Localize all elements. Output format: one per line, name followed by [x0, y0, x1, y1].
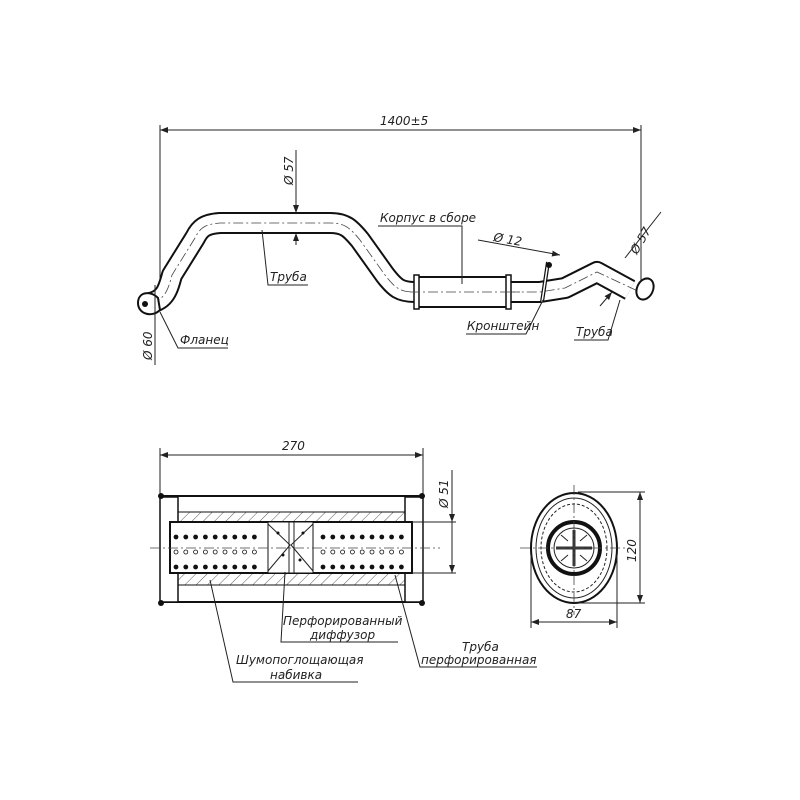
overall-length-label: 1400±5	[380, 114, 428, 128]
sound-absorbing-packing-top	[177, 511, 406, 523]
perforation-hole	[212, 534, 218, 540]
bracket-label: Кронштейн	[467, 319, 539, 333]
perforation-hole	[330, 549, 336, 555]
perforation-hole	[222, 549, 228, 555]
bracket-diameter-label: Ø 12	[491, 230, 523, 249]
section-length-label: 270	[282, 439, 305, 453]
perforation-hole	[173, 534, 179, 540]
perforation-hole	[398, 564, 404, 570]
perforation-hole	[369, 549, 375, 555]
flange	[136, 292, 162, 316]
diffuser-label-line1: Перфорированный	[283, 614, 403, 628]
perforation-hole	[173, 549, 179, 555]
perforation-hole	[330, 534, 336, 540]
muffler-section-view: 270 Ø 51 Перфорированный ди	[150, 439, 537, 683]
muffler-end-view: 120 87	[520, 485, 645, 628]
pipe-label-left: Труба	[270, 270, 307, 284]
perforation-hole	[369, 564, 375, 570]
perforation-hole	[222, 564, 228, 570]
perforation-hole	[379, 549, 385, 555]
perforation-hole	[398, 549, 404, 555]
perforation-hole	[232, 564, 238, 570]
perforation-hole	[340, 534, 346, 540]
perforation-hole	[212, 549, 218, 555]
perforation-hole	[232, 534, 238, 540]
perforation-hole	[183, 564, 189, 570]
perforation-hole	[212, 564, 218, 570]
packing-label-line2: набивка	[270, 668, 322, 682]
perforated-diffuser	[267, 521, 314, 574]
perforation-hole	[330, 564, 336, 570]
pipe-diameter-label: Ø 57	[282, 156, 296, 186]
flange-diameter-label: Ø 60	[141, 331, 155, 361]
perforation-hole	[340, 549, 346, 555]
perforation-hole	[202, 549, 208, 555]
perforation-hole	[359, 534, 365, 540]
flange-label: Фланец	[180, 333, 229, 347]
perforation-hole	[389, 534, 395, 540]
diffuser-label-line2: диффузор	[309, 628, 375, 642]
perforation-hole	[251, 564, 257, 570]
perforation-hole	[202, 564, 208, 570]
perforation-hole	[242, 549, 248, 555]
outlet-diameter-label: Ø 57	[627, 224, 654, 257]
outlet-pipe-end	[635, 277, 655, 301]
pipe-label-right: Труба	[576, 325, 613, 339]
perforation-hole	[222, 534, 228, 540]
perforation-hole	[242, 564, 248, 570]
perforation-hole	[340, 564, 346, 570]
perforation-hole	[173, 564, 179, 570]
perforation-hole	[251, 534, 257, 540]
sound-absorbing-packing-bottom	[177, 572, 406, 586]
perforation-hole	[193, 549, 199, 555]
perforation-hole	[389, 549, 395, 555]
perforation-hole	[251, 549, 257, 555]
perforation-hole	[232, 549, 238, 555]
perforation-hole	[193, 534, 199, 540]
perforation-hole	[389, 564, 395, 570]
perforation-hole	[320, 549, 326, 555]
perforation-holes	[173, 534, 404, 570]
exhaust-system-view: 1400±5 Ø 57 Труба Корпус в сборе	[136, 114, 662, 365]
tube-diameter-label: Ø 51	[437, 479, 451, 509]
perforation-hole	[379, 534, 385, 540]
perforation-hole	[379, 564, 385, 570]
perforation-hole	[202, 534, 208, 540]
perforation-hole	[398, 534, 404, 540]
perforation-hole	[359, 564, 365, 570]
end-view-width-label: 87	[566, 607, 582, 621]
end-view-height-label: 120	[625, 539, 639, 562]
perforation-hole	[242, 534, 248, 540]
perforation-hole	[320, 564, 326, 570]
body-assembly-label: Корпус в сборе	[380, 211, 476, 225]
perforation-hole	[320, 534, 326, 540]
perforation-hole	[349, 534, 355, 540]
packing-label-line1: Шумопоглощающая	[236, 653, 363, 667]
perforation-hole	[359, 549, 365, 555]
perforated-tube-label-line2: перфорированная	[421, 653, 537, 667]
perforation-hole	[183, 534, 189, 540]
perforation-hole	[349, 549, 355, 555]
perforation-hole	[193, 564, 199, 570]
perforation-hole	[183, 549, 189, 555]
perforation-hole	[349, 564, 355, 570]
perforation-hole	[369, 534, 375, 540]
perforated-tube-label-line1: Труба	[462, 640, 499, 654]
